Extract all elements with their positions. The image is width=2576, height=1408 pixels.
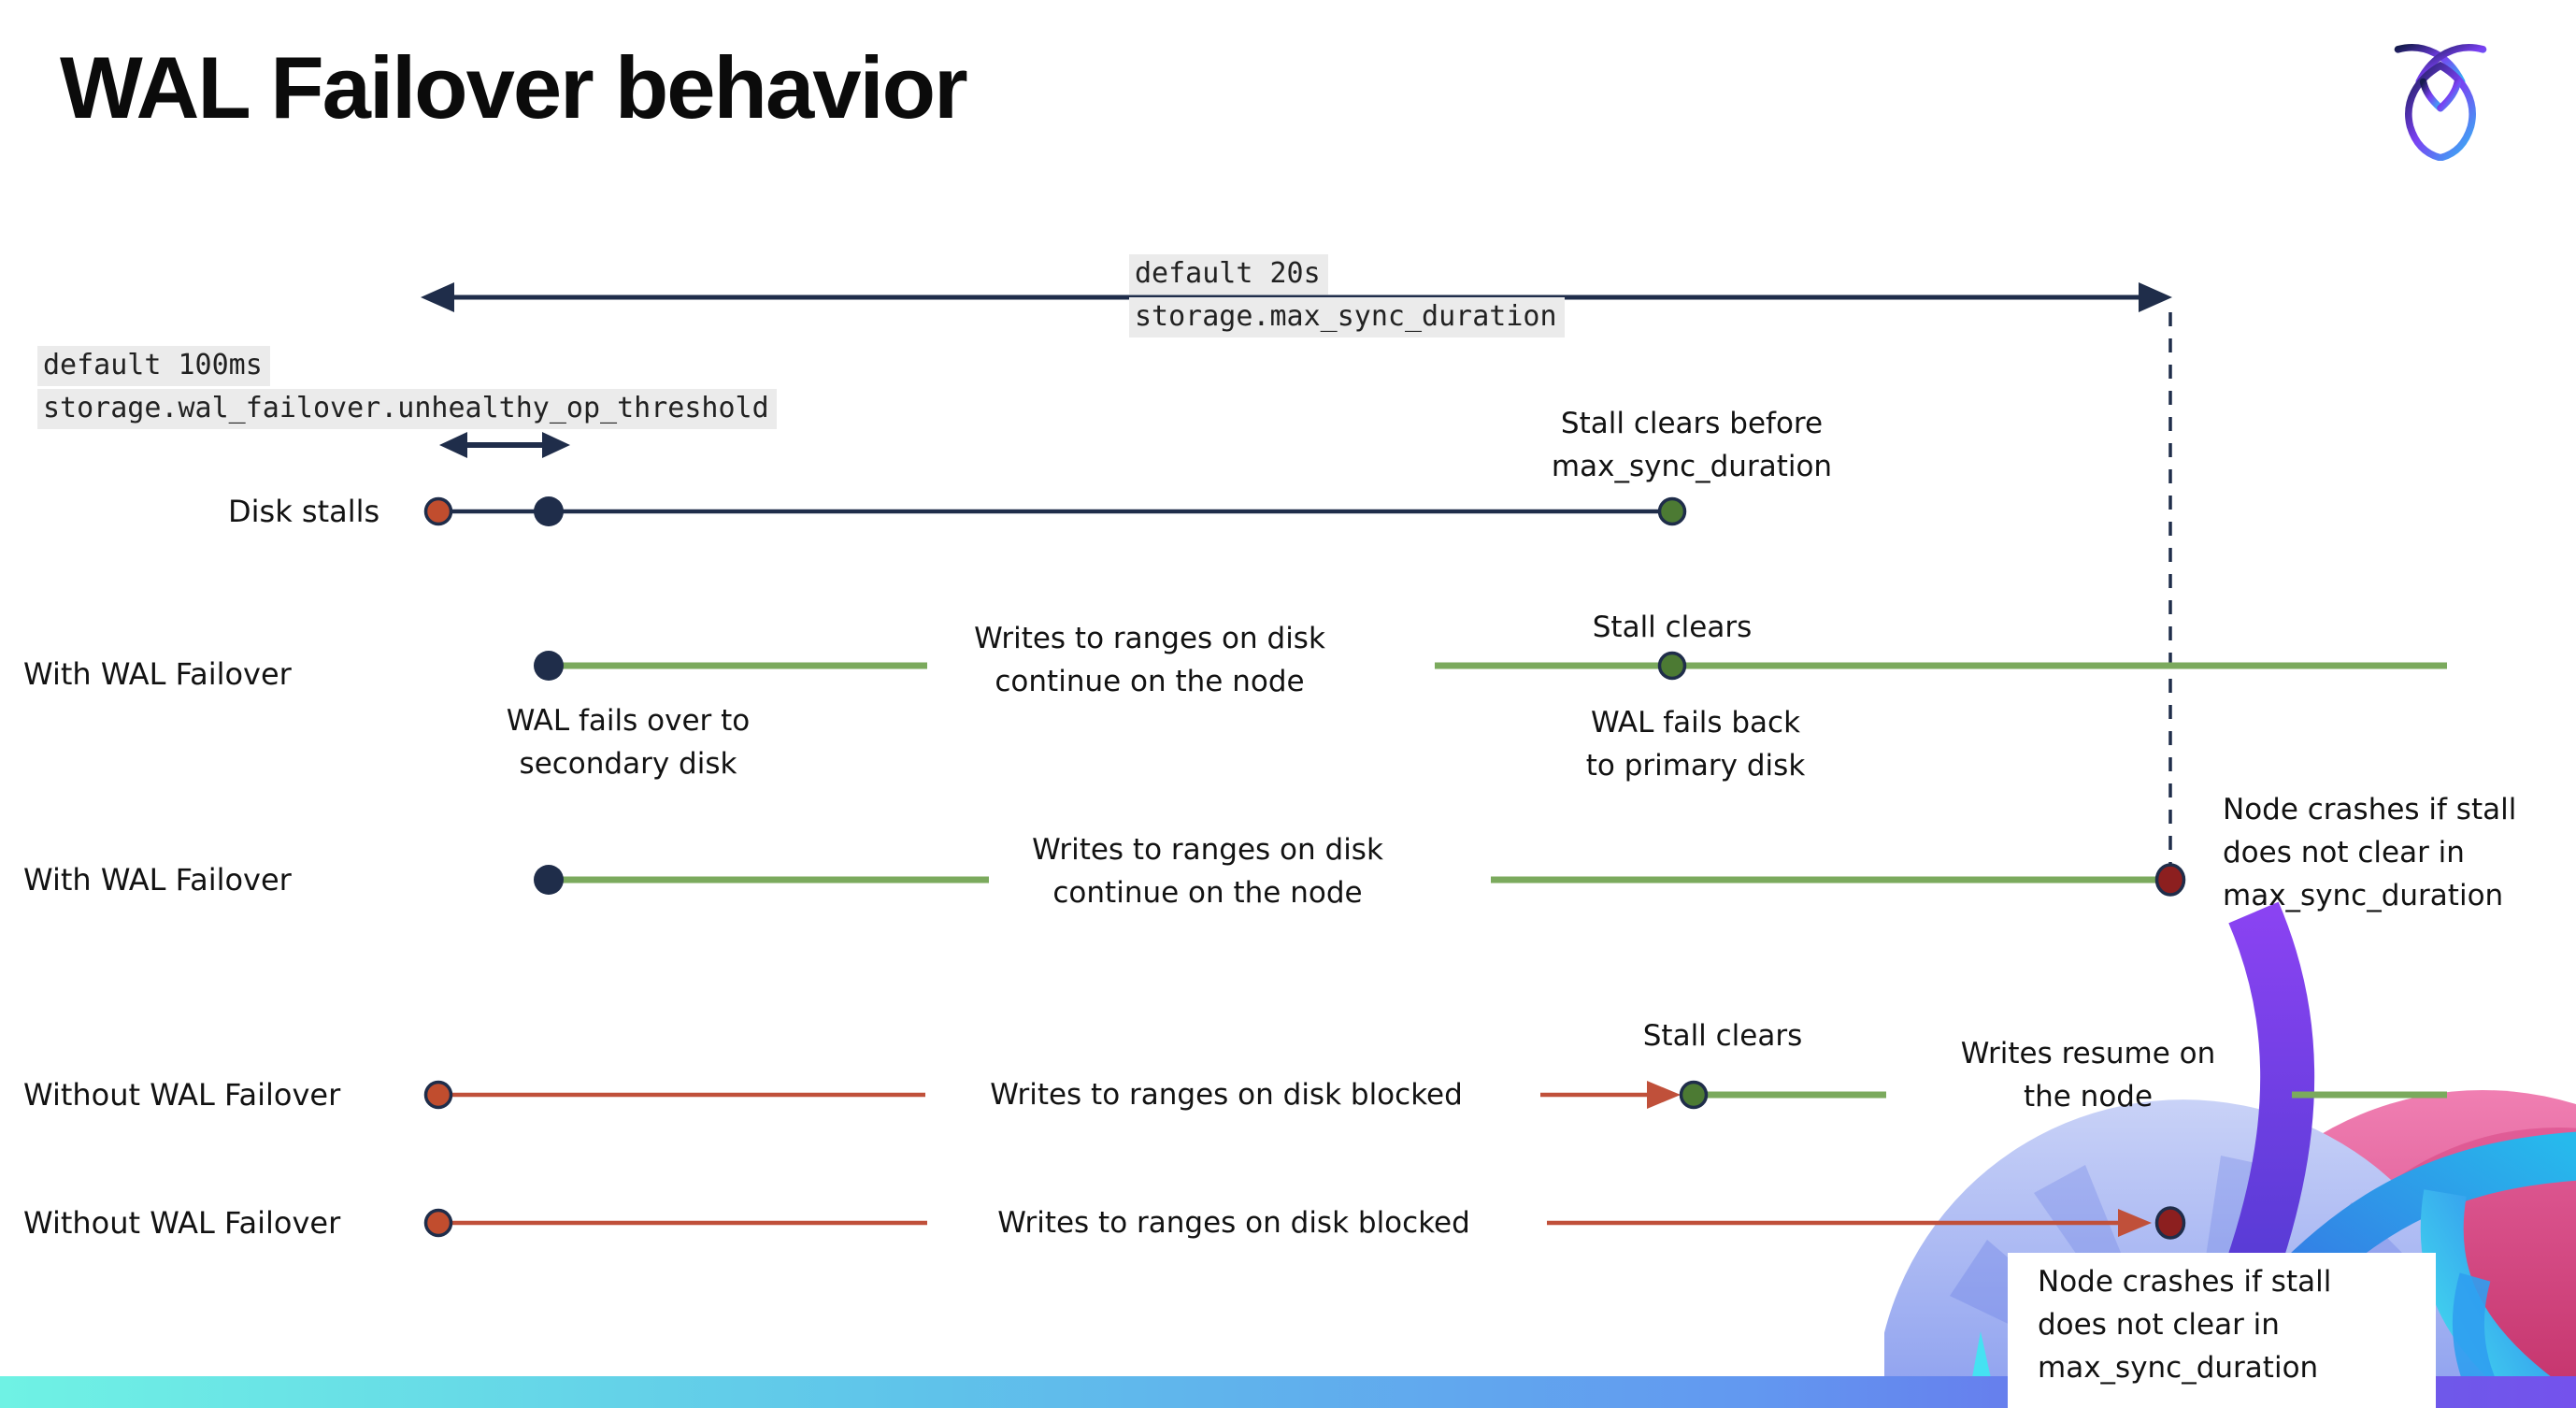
- arrowhead-right: [542, 432, 570, 458]
- timeline-without-wal-failover-2: [423, 1206, 2186, 1240]
- timeline-disk-stalls: [423, 496, 1687, 526]
- disk-stall-start-dot: [423, 496, 453, 526]
- timeline-without-wal-failover-1: [423, 1080, 2447, 1110]
- failover-dot: [534, 865, 564, 895]
- row-label-with-wal-failover-2: With WAL Failover: [23, 862, 292, 898]
- arrowhead-left: [421, 282, 454, 312]
- annotation-stall-clears-2: Stall clears: [1642, 1019, 1803, 1053]
- max-sync-duration-setting-label: default 20s storage.max_sync_duration: [1129, 254, 1565, 340]
- annotation-wal-fails-back: WAL fails back to primary disk: [1585, 706, 1806, 783]
- red-arrowhead: [2118, 1209, 2152, 1237]
- arrowhead-left: [439, 432, 467, 458]
- annotation-writes-resume: Writes resume on the node: [1960, 1037, 2216, 1113]
- annotation-writes-blocked-2: Writes to ranges on disk blocked: [997, 1206, 1470, 1240]
- timeline-with-wal-failover-2: [534, 863, 2186, 897]
- red-arrowhead: [1647, 1081, 1681, 1109]
- arrowhead-right: [2139, 282, 2172, 312]
- annotation-stall-clears-before: Stall clears before max_sync_duration: [1551, 407, 1833, 483]
- setting-default-value: default 100ms: [37, 346, 270, 386]
- threshold-reached-dot: [534, 496, 564, 526]
- failover-dot: [534, 651, 564, 681]
- unhealthy-op-threshold-setting-label: default 100ms storage.wal_failover.unhea…: [37, 346, 777, 432]
- stall-clears-dot: [1657, 496, 1687, 526]
- disk-stall-start-dot: [423, 1080, 453, 1110]
- node-crash-dot: [2154, 863, 2186, 897]
- row-label-without-wal-failover-2: Without WAL Failover: [23, 1205, 341, 1241]
- timeline-with-wal-failover-1: [534, 651, 2447, 681]
- annotation-writes-blocked-1: Writes to ranges on disk blocked: [990, 1078, 1463, 1112]
- node-crash-dot: [2154, 1206, 2186, 1240]
- stall-clears-dot: [1657, 651, 1687, 681]
- node-crash-callout-box: [2008, 1253, 2436, 1408]
- annotation-stall-clears-1: Stall clears: [1592, 611, 1753, 644]
- row-label-without-wal-failover-1: Without WAL Failover: [23, 1077, 341, 1113]
- disk-stall-start-dot: [423, 1208, 453, 1238]
- page-title: WAL Failover behavior: [60, 38, 968, 136]
- annotation-wal-fails-over: WAL fails over to secondary disk: [506, 704, 751, 781]
- unhealthy-op-threshold-arrow: [439, 432, 570, 458]
- annotation-writes-continue-1: Writes to ranges on disk continue on the…: [974, 622, 1325, 698]
- annotation-node-crashes-1: Node crashes if stall does not clear in …: [2223, 793, 2517, 912]
- setting-name: storage.max_sync_duration: [1129, 297, 1565, 338]
- stall-clears-dot: [1679, 1080, 1709, 1110]
- cockroachdb-logo-icon: [2394, 44, 2487, 161]
- annotation-node-crashes-2: Node crashes if stall does not clear in …: [2038, 1265, 2332, 1385]
- setting-name: storage.wal_failover.unhealthy_op_thresh…: [37, 389, 777, 429]
- setting-default-value: default 20s: [1129, 254, 1328, 295]
- annotation-writes-continue-2: Writes to ranges on disk continue on the…: [1032, 833, 1383, 910]
- row-label-with-wal-failover-1: With WAL Failover: [23, 656, 292, 692]
- row-label-disk-stalls: Disk stalls: [228, 494, 380, 529]
